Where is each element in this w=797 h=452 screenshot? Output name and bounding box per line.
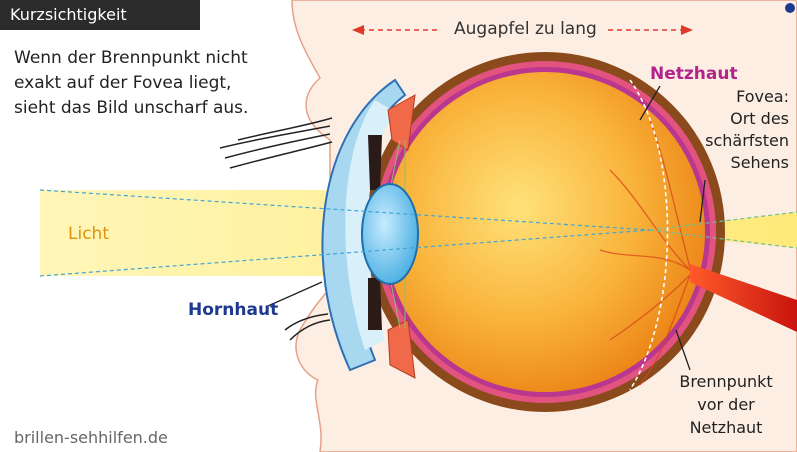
eyeball-length-label: Augapfel zu lang (450, 19, 601, 39)
vitreous-body (385, 72, 705, 392)
source-credit: brillen-sehhilfen.de (14, 428, 168, 447)
light-label: Licht (68, 224, 109, 244)
cornea-label: Hornhaut (188, 300, 278, 320)
accent-dot (785, 3, 795, 13)
fovea-label: Fovea: Ort des schärfsten Sehens (689, 86, 789, 174)
iris-bottom (368, 278, 382, 330)
lens (362, 184, 418, 284)
caption: Wenn der Brennpunkt nicht exakt auf der … (14, 46, 314, 121)
iris-top (368, 135, 382, 190)
title-bar: Kurzsichtigkeit (0, 0, 200, 30)
focal-point-label: Brennpunkt vor der Netzhaut (666, 370, 786, 439)
retina-label: Netzhaut (648, 64, 740, 84)
title: Kurzsichtigkeit (10, 5, 127, 24)
